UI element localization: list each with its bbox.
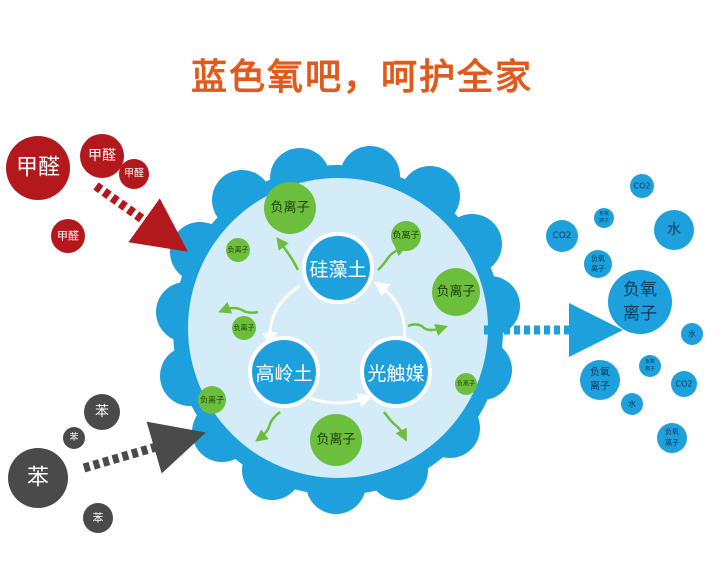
negative-oxygen-label-2: 离子 — [665, 438, 679, 447]
page-title: 蓝色氧吧，呵护全家 — [190, 57, 533, 98]
core-kaolin-label: 高岭土 — [255, 363, 312, 385]
core-diatomite — [302, 232, 374, 304]
negative-ion-label: 负离子 — [457, 380, 475, 388]
negative-ion-label: 负离子 — [270, 200, 309, 216]
negative-oxygen-label-2: 离子 — [590, 380, 610, 393]
formaldehyde-label: 甲醛 — [124, 167, 144, 180]
cycle-arrow — [262, 284, 301, 348]
negative-ion-label: 负离子 — [316, 432, 355, 448]
water-label: 水 — [628, 399, 636, 409]
formaldehyde-arrow — [93, 182, 188, 252]
co2-label: CO2 — [552, 231, 571, 241]
co2-label: CO2 — [634, 182, 651, 191]
water-label: 水 — [667, 222, 681, 238]
negative-ion-label: 负离子 — [392, 229, 419, 241]
benzene-label: 苯 — [27, 466, 49, 491]
negative-ion-label: 负离子 — [234, 323, 255, 332]
negative-oxygen-label-2: 离子 — [623, 304, 657, 324]
formaldehyde-molecules: 甲醛 甲醛 甲醛 甲醛 — [6, 134, 149, 253]
benzene-molecules: 苯 苯 苯 苯 — [8, 394, 120, 533]
benzene-label: 苯 — [95, 403, 109, 420]
formaldehyde-label: 甲醛 — [16, 156, 60, 181]
negative-oxygen-label-2: 离子 — [645, 365, 655, 372]
negative-ion-label: 负离子 — [228, 245, 249, 254]
negative-oxygen-label-1: 负氧 — [623, 280, 657, 300]
formaldehyde-label: 甲醛 — [88, 148, 116, 164]
cycle-arrow — [309, 393, 374, 408]
negative-ion-label: 负离子 — [200, 395, 224, 405]
formaldehyde-label: 甲醛 — [57, 229, 79, 243]
negative-oxygen-label-1: 负氧 — [645, 358, 655, 365]
core-photocatalyst — [360, 336, 432, 408]
core-diatomite-label: 硅藻土 — [309, 259, 366, 281]
co2-label: CO2 — [676, 380, 693, 389]
benzene-label: 苯 — [69, 431, 78, 443]
negative-oxygen-label-1: 负氧 — [591, 254, 605, 263]
negative-oxygen-label-2: 离子 — [591, 264, 605, 273]
negative-oxygen-label-2: 离子 — [599, 217, 609, 224]
negative-oxygen-label-1: 负氧 — [590, 366, 610, 379]
cycle-arrow — [373, 281, 406, 341]
negative-oxygen-label-1: 负氧 — [665, 427, 679, 436]
water-label: 水 — [688, 329, 696, 339]
wavy-arrows — [218, 236, 448, 442]
negative-ion-label: 负离子 — [436, 284, 475, 300]
core-photocatalyst-label: 光触媒 — [367, 363, 424, 385]
negative-oxygen-label-1: 负氧 — [599, 210, 609, 217]
benzene-label: 苯 — [93, 511, 104, 525]
negative-ion-bubbles: 负离子 负离子 负离子 负离子 负离子 负离子 负离子 负离子 — [198, 182, 480, 466]
benzene-arrow — [82, 421, 206, 474]
core-kaolin — [248, 336, 320, 408]
output-molecules: CO2 负氧 离子 CO2 水 负氧 离子 负氧 离子 水 负氧 离子 负氧 离… — [546, 174, 703, 453]
